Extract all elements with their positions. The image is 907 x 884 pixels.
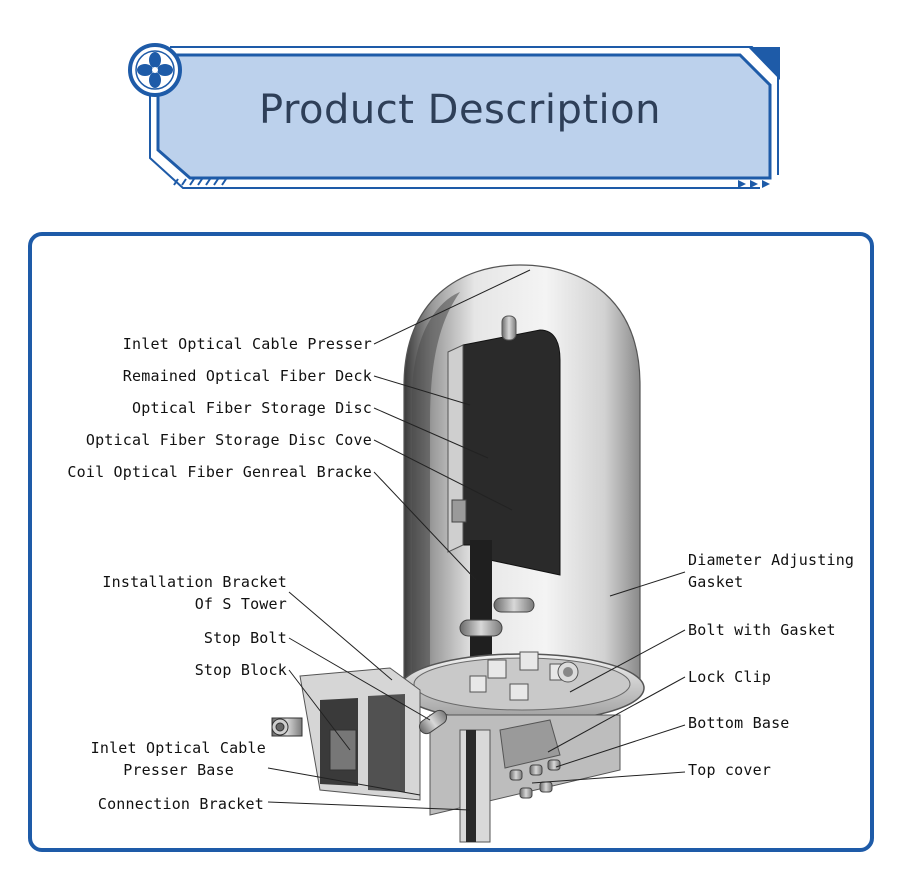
label-remained-optical-fiber-deck: Remained Optical Fiber Deck: [122, 367, 372, 385]
label-coil-optical-fiber-genreal-bracke: Coil Optical Fiber Genreal Bracke: [67, 463, 372, 481]
label-diameter-adjusting-line1: Diameter Adjusting: [688, 551, 855, 569]
page-title: Product Description: [259, 87, 661, 133]
header-banner: Product Description: [0, 0, 907, 200]
label-bottom-base: Bottom Base: [688, 714, 790, 732]
label-bolt-with-gasket: Bolt with Gasket: [688, 621, 836, 639]
label-inlet-presser-base-line1: Inlet Optical Cable: [90, 739, 266, 757]
label-installation-bracket-line1: Installation Bracket: [102, 573, 287, 591]
label-inlet-presser-base-line2: Presser Base: [123, 761, 234, 779]
fan-icon: [128, 43, 182, 97]
label-stop-bolt: Stop Bolt: [203, 629, 287, 647]
label-connection-bracket: Connection Bracket: [97, 795, 264, 813]
label-stop-block: Stop Block: [194, 661, 287, 679]
label-diameter-adjusting-line2: Gasket: [688, 573, 744, 591]
label-lock-clip: Lock Clip: [688, 668, 772, 686]
banner-frame: [128, 43, 780, 189]
label-inlet-optical-cable-presser: Inlet Optical Cable Presser: [122, 335, 372, 353]
label-installation-bracket-line2: Of S Tower: [194, 595, 287, 613]
label-optical-fiber-storage-disc-cove: Optical Fiber Storage Disc Cove: [85, 431, 372, 449]
label-optical-fiber-storage-disc: Optical Fiber Storage Disc: [132, 399, 372, 417]
label-top-cover: Top cover: [688, 761, 772, 779]
